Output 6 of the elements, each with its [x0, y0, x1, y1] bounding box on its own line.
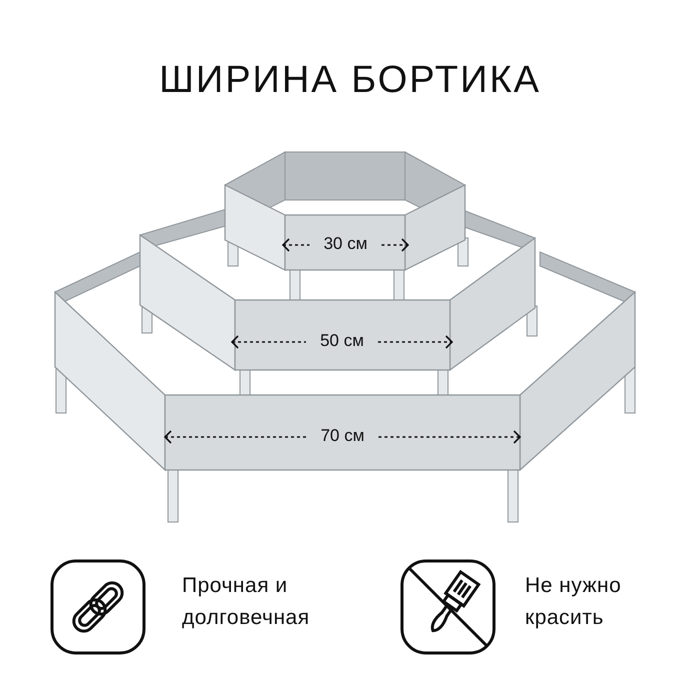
dimension-label: 30 см	[322, 235, 368, 252]
title: ШИРИНА БОРТИКА	[159, 58, 541, 103]
dimension-label: 50 см	[319, 332, 365, 349]
feature-text: Прочная и долговечная	[182, 573, 311, 631]
feature-text: Не нужно красить	[525, 573, 622, 631]
dimension-label: 70 см	[320, 427, 366, 444]
